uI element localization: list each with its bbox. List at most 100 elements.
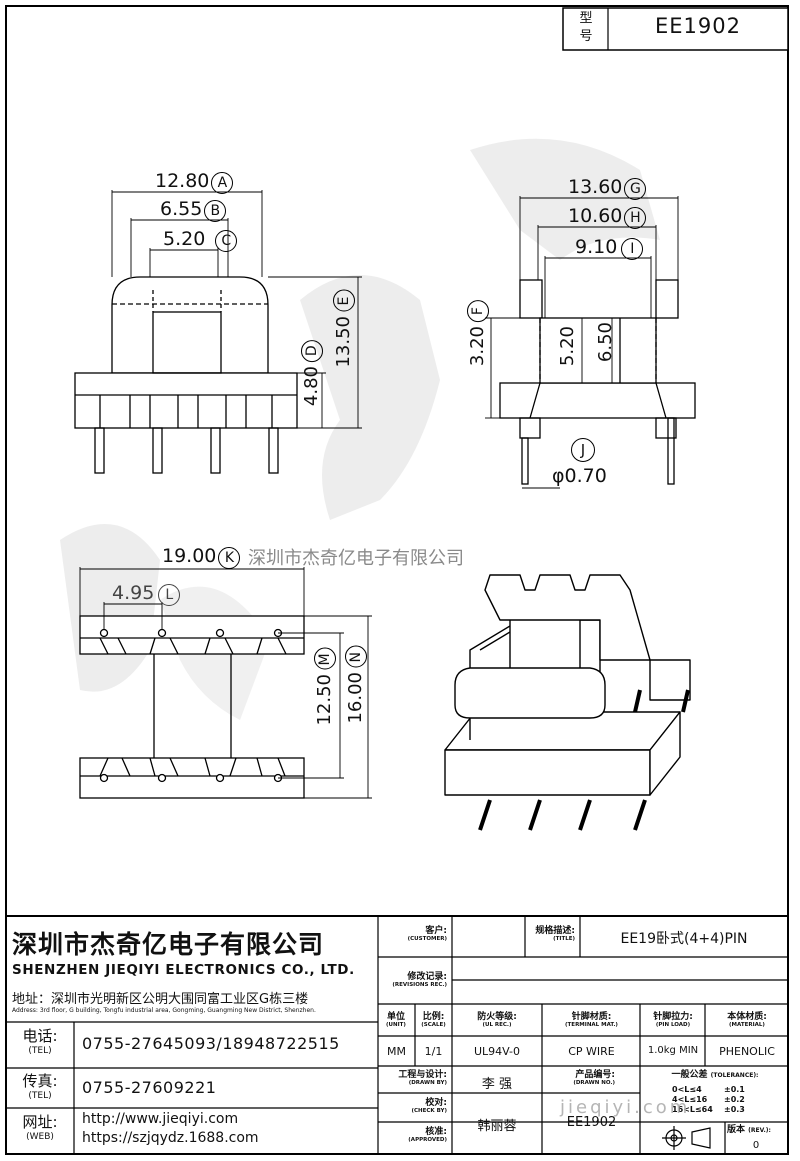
- model-label-bottom: 号: [579, 29, 593, 44]
- sheet-border: [5, 5, 789, 1155]
- dim-G-value: 13.60: [568, 176, 623, 198]
- rev-label-cn: 版本: [727, 1125, 746, 1135]
- web-link-2[interactable]: https://szjqydz.1688.com: [82, 1130, 259, 1146]
- tolerance-row: 16<L≤64±0.3: [672, 1105, 782, 1115]
- dim-H-letter: H: [624, 207, 647, 229]
- drawn-label-cn: 工程与设计:: [398, 1070, 447, 1080]
- title-block-lines: [6, 915, 788, 1154]
- dim-E-letter: E: [333, 290, 355, 312]
- ulrec-value: UL94V-0: [473, 1045, 521, 1058]
- tolerance-range: 0<L≤4: [672, 1085, 702, 1094]
- dim-J-letter: J: [571, 438, 595, 462]
- dim-N-label: 16.00N: [343, 646, 369, 724]
- title-label: 规格描述:(TITLE): [520, 926, 575, 943]
- dim-M-label: 12.50M: [312, 648, 338, 726]
- footer-watermark: jieqiyi.com: [560, 1097, 691, 1118]
- dim-F-label: 3.20 F: [465, 300, 491, 366]
- side-view: [499, 279, 696, 485]
- web-label: 网址:(WEB): [10, 1111, 70, 1142]
- front-view: [74, 276, 298, 474]
- dim-L-letter: L: [158, 584, 181, 606]
- dim-K-value: 19.00: [162, 545, 217, 567]
- dim-B-letter: B: [204, 200, 227, 222]
- projection-symbol-icon: [662, 1126, 711, 1150]
- tolerance-label: 一般公差 (TOLERANCE):: [650, 1070, 780, 1081]
- model-label: 型 号: [568, 10, 604, 46]
- drawingno-label-en: (DRAWN NO.): [573, 1080, 615, 1086]
- drawn-label: 工程与设计:(DRAWN BY): [385, 1070, 447, 1087]
- revision-label: 修改记录:(REVISIONS REC.): [385, 972, 447, 989]
- customer-label: 客户:(CUSTOMER): [385, 926, 447, 943]
- scale-label-cn: 比例:: [422, 1012, 445, 1022]
- dim-D-label: 4.80D: [300, 340, 324, 406]
- dim-J-value: φ0.70: [552, 465, 607, 487]
- material-label-en: (MATERIAL): [729, 1022, 765, 1028]
- dim-G-letter: G: [624, 178, 647, 200]
- dim-inner-b: 6.50: [595, 322, 616, 363]
- tolerance-range: 4<L≤16: [672, 1095, 708, 1104]
- drawn-label-en: (DRAWN BY): [408, 1080, 447, 1086]
- revision-label-en: (REVISIONS REC.): [392, 982, 447, 988]
- terminal-label-cn: 针脚材质:: [571, 1012, 612, 1022]
- front-view-dimensions: [111, 190, 362, 429]
- tel-label-en: (TEL): [28, 1046, 52, 1056]
- fax-number: 0755-27609221: [82, 1078, 217, 1097]
- tolerance-table: 0<L≤4 ±0.1 4<L≤16±0.2 16<L≤64±0.3: [672, 1085, 782, 1115]
- unit-label: 单位(UNIT): [380, 1012, 412, 1029]
- dim-E-label: 13.50 E: [331, 290, 357, 368]
- dim-F-letter: F: [467, 300, 489, 322]
- top-view: [79, 615, 305, 799]
- fax-label: 传真:(TEL): [10, 1070, 70, 1101]
- company-name-en: SHENZHEN JIEQIYI ELECTRONICS CO., LTD.: [12, 962, 355, 978]
- rev-label: 版本 (REV.):: [727, 1125, 785, 1136]
- title-label-en: (TITLE): [553, 936, 575, 942]
- dim-I-letter: I: [621, 238, 644, 260]
- rev-value: 0: [752, 1140, 760, 1151]
- unit-label-cn: 单位: [386, 1012, 405, 1022]
- revision-label-cn: 修改记录:: [407, 972, 447, 982]
- fax-label-en: (TEL): [28, 1091, 52, 1101]
- tolerance-value: ±0.1: [724, 1085, 745, 1094]
- scale-label-en: (SCALE): [421, 1022, 446, 1028]
- check-label: 校对:(CHECK BY): [385, 1098, 447, 1115]
- dim-D-value: 4.80: [301, 366, 322, 407]
- dim-K-letter: K: [218, 547, 241, 569]
- pinload-label: 针脚拉力:(PIN LOAD): [642, 1012, 704, 1029]
- tolerance-row: 4<L≤16±0.2: [672, 1095, 782, 1105]
- pinload-label-en: (PIN LOAD): [655, 1022, 691, 1028]
- customer-label-cn: 客户:: [425, 926, 447, 936]
- terminal-value: CP WIRE: [568, 1045, 615, 1058]
- dim-E-value: 13.50: [333, 316, 354, 368]
- unit-value: MM: [387, 1045, 406, 1058]
- company-address-cn: 地址：深圳市光明新区公明大围同富工业区G栋三楼: [12, 992, 309, 1007]
- dim-N-letter: N: [345, 646, 367, 668]
- web-link-1[interactable]: http://www.jieqiyi.com: [82, 1111, 239, 1127]
- model-label-top: 型: [579, 11, 593, 26]
- web-label-cn: 网址:: [22, 1113, 58, 1131]
- top-view-dimensions: [79, 567, 372, 799]
- dim-F-value: 3.20: [467, 326, 488, 367]
- terminal-label-en: (TERMINAL MAT.): [565, 1022, 618, 1028]
- ulrec-label-cn: 防火等级:: [477, 1012, 517, 1022]
- material-value: PHENOLIC: [719, 1045, 775, 1058]
- drawn-value: 李 强: [481, 1077, 513, 1092]
- model-box: [562, 7, 789, 51]
- company-name-cn: 深圳市杰奇亿电子有限公司: [12, 930, 325, 959]
- pinload-label-cn: 针脚拉力:: [653, 1012, 693, 1022]
- tel-label-cn: 电话:: [22, 1027, 58, 1045]
- tel-label: 电话:(TEL): [10, 1025, 70, 1056]
- watermark-company: 深圳市杰奇亿电子有限公司: [248, 548, 464, 569]
- material-label-cn: 本体材质:: [727, 1012, 767, 1022]
- tel-number: 0755-27645093/18948722515: [82, 1034, 340, 1053]
- dim-H-value: 10.60: [568, 205, 623, 227]
- tolerance-range: 16<L≤64: [672, 1105, 713, 1114]
- title-value: EE19卧式(4+4)PIN: [620, 931, 748, 947]
